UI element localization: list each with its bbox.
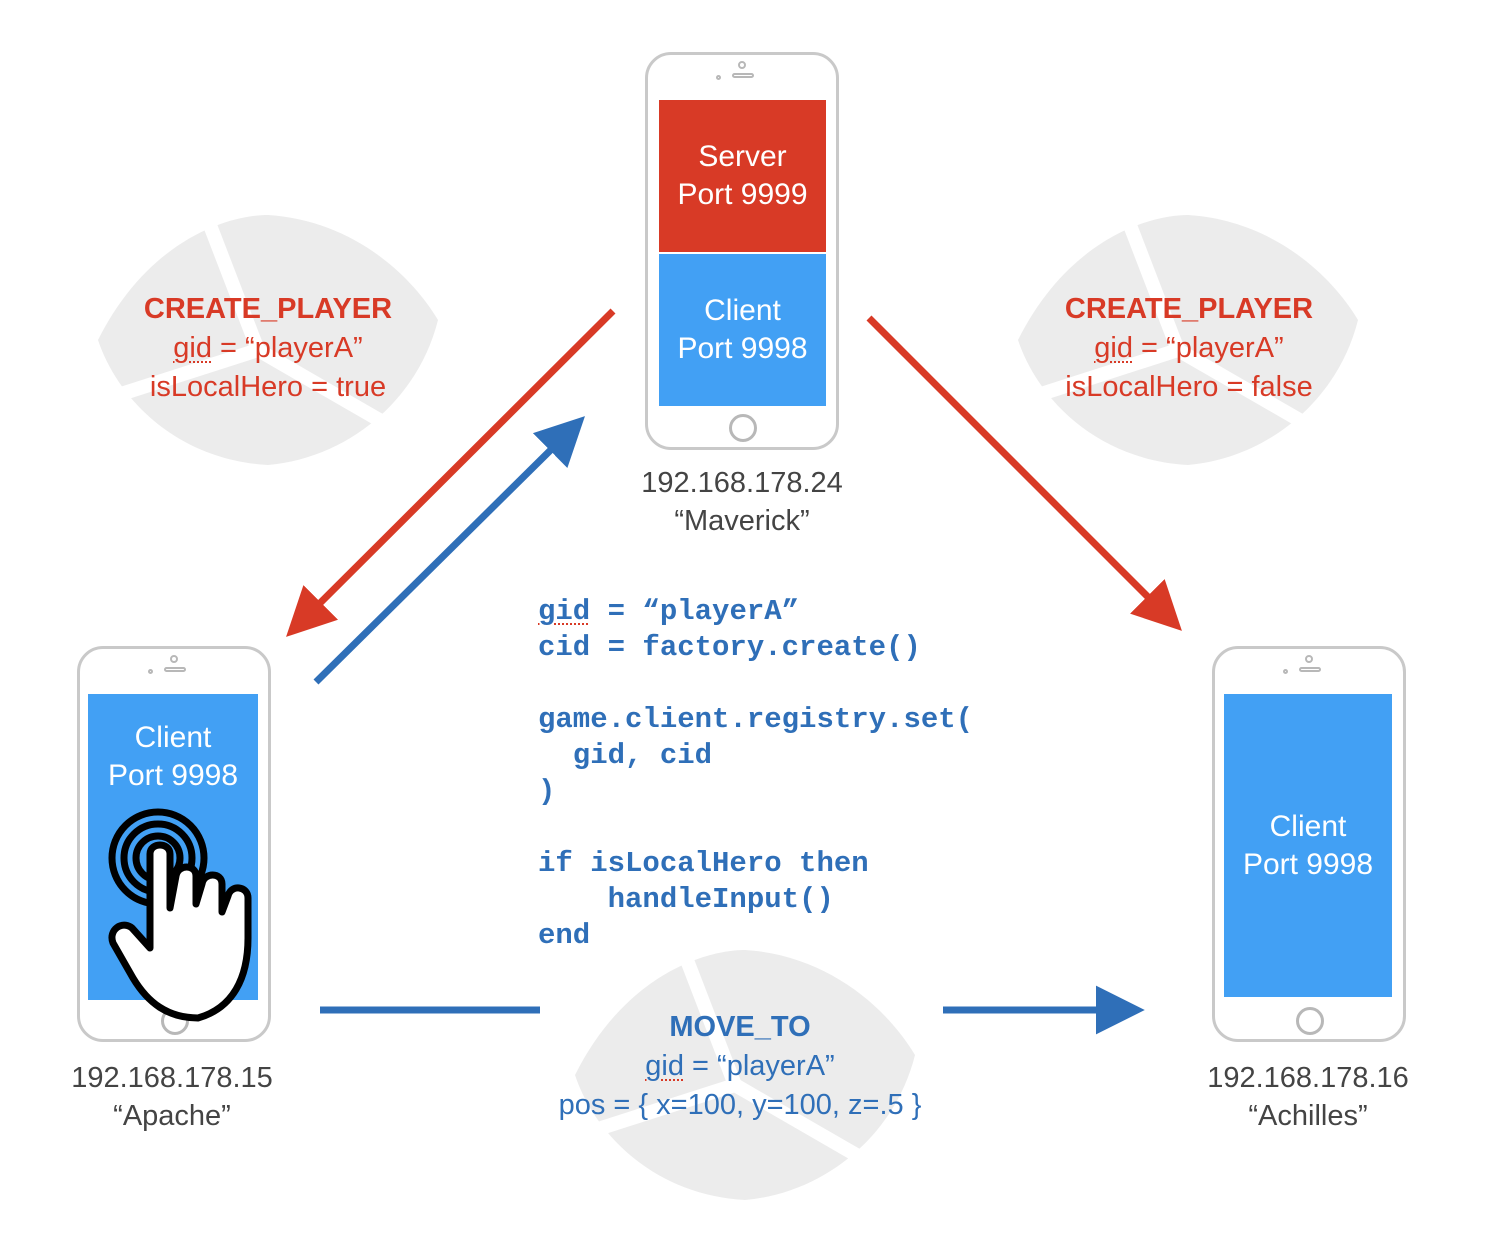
camera-icon xyxy=(1305,655,1313,663)
phone-label-apache: 192.168.178.15 “Apache” xyxy=(22,1059,322,1135)
server-title: Server xyxy=(698,140,787,173)
code-line: handleInput() xyxy=(538,883,834,916)
client-title: Client xyxy=(1269,809,1347,843)
code-line: cid = factory.create() xyxy=(538,631,921,664)
camera-dot xyxy=(148,669,153,674)
touch-hand-icon xyxy=(108,808,252,1022)
watermark-logo-icon xyxy=(98,215,438,465)
phone-achilles: Client Port 9998 xyxy=(1212,646,1406,1042)
home-button xyxy=(1296,1007,1324,1035)
watermark-logo-icon xyxy=(575,950,915,1200)
arrow-create-player-to-apache xyxy=(286,308,616,637)
device-name: “Maverick” xyxy=(674,505,810,537)
camera-dot xyxy=(716,75,721,80)
phone-label-maverick: 192.168.178.24 “Maverick” xyxy=(592,464,892,540)
speaker-slot xyxy=(1299,667,1321,672)
code-line: ) xyxy=(538,775,556,808)
device-name: “Achilles” xyxy=(1248,1100,1368,1132)
arrow-apache-to-maverick xyxy=(313,416,585,685)
message-gid: gid = “playerA” xyxy=(108,329,428,368)
code-blank-line: ​ xyxy=(538,666,973,702)
speaker-slot xyxy=(164,667,186,672)
message-gid: gid = “playerA” xyxy=(1029,329,1349,368)
arrow-create-player-to-achilles xyxy=(866,315,1182,631)
message-hero: isLocalHero = true xyxy=(149,371,387,403)
gid-key: gid xyxy=(645,1050,684,1082)
code-gid-key: gid xyxy=(538,595,591,628)
camera-dot xyxy=(1283,669,1288,674)
code-line: gid, cid xyxy=(538,739,713,772)
code-blank-line: ​ xyxy=(538,810,973,846)
home-button xyxy=(729,414,757,442)
gid-value: = “playerA” xyxy=(684,1050,835,1082)
client-port: Port 9998 xyxy=(1242,847,1374,881)
camera-icon xyxy=(170,655,178,663)
server-port: Port 9999 xyxy=(677,178,808,211)
message-pos: pos = { x=100, y=100, z=.5 } xyxy=(558,1089,922,1121)
client-port: Port 9998 xyxy=(677,332,808,365)
gid-key: gid xyxy=(1094,332,1133,364)
camera-icon xyxy=(738,61,746,69)
client-title: Client xyxy=(704,294,781,327)
phone-label-achilles: 192.168.178.16 “Achilles” xyxy=(1158,1059,1458,1135)
client-title: Client xyxy=(134,721,212,754)
code-line: game.client.registry.set( xyxy=(538,703,974,736)
ip-address: 192.168.178.16 xyxy=(1207,1062,1409,1094)
code-line: gid = “playerA” xyxy=(538,594,973,630)
message-create-player-left: CREATE_PLAYER gid = “playerA” isLocalHer… xyxy=(108,290,428,407)
server-panel: Server Port 9999 xyxy=(659,100,826,252)
code-line: end xyxy=(538,919,591,952)
ip-address: 192.168.178.24 xyxy=(641,467,843,499)
message-create-player-right: CREATE_PLAYER gid = “playerA” isLocalHer… xyxy=(1029,290,1349,407)
ip-address: 192.168.178.15 xyxy=(71,1062,273,1094)
message-head: CREATE_PLAYER xyxy=(143,293,393,325)
gid-key: gid xyxy=(173,332,212,364)
code-line: if isLocalHero then xyxy=(538,847,869,880)
message-head: CREATE_PLAYER xyxy=(1064,293,1314,325)
watermark-logo-icon xyxy=(1018,215,1358,465)
code-gid-value: = “playerA” xyxy=(590,595,800,628)
message-head: MOVE_TO xyxy=(669,1011,811,1043)
speaker-slot xyxy=(732,73,754,78)
device-name: “Apache” xyxy=(113,1100,231,1132)
gid-value: = “playerA” xyxy=(212,332,363,364)
message-hero: isLocalHero = false xyxy=(1065,371,1313,403)
client-panel: Client Port 9998 xyxy=(659,254,826,406)
message-move-to: MOVE_TO gid = “playerA” pos = { x=100, y… xyxy=(520,1008,960,1125)
client-port: Port 9998 xyxy=(107,759,239,792)
client-panel: Client Port 9998 xyxy=(1224,694,1392,997)
code-block: gid = “playerA” cid = factory.create() ​… xyxy=(538,594,973,954)
gid-value: = “playerA” xyxy=(1133,332,1284,364)
phone-maverick: Server Port 9999 Client Port 9998 xyxy=(645,52,839,450)
message-gid: gid = “playerA” xyxy=(520,1047,960,1086)
